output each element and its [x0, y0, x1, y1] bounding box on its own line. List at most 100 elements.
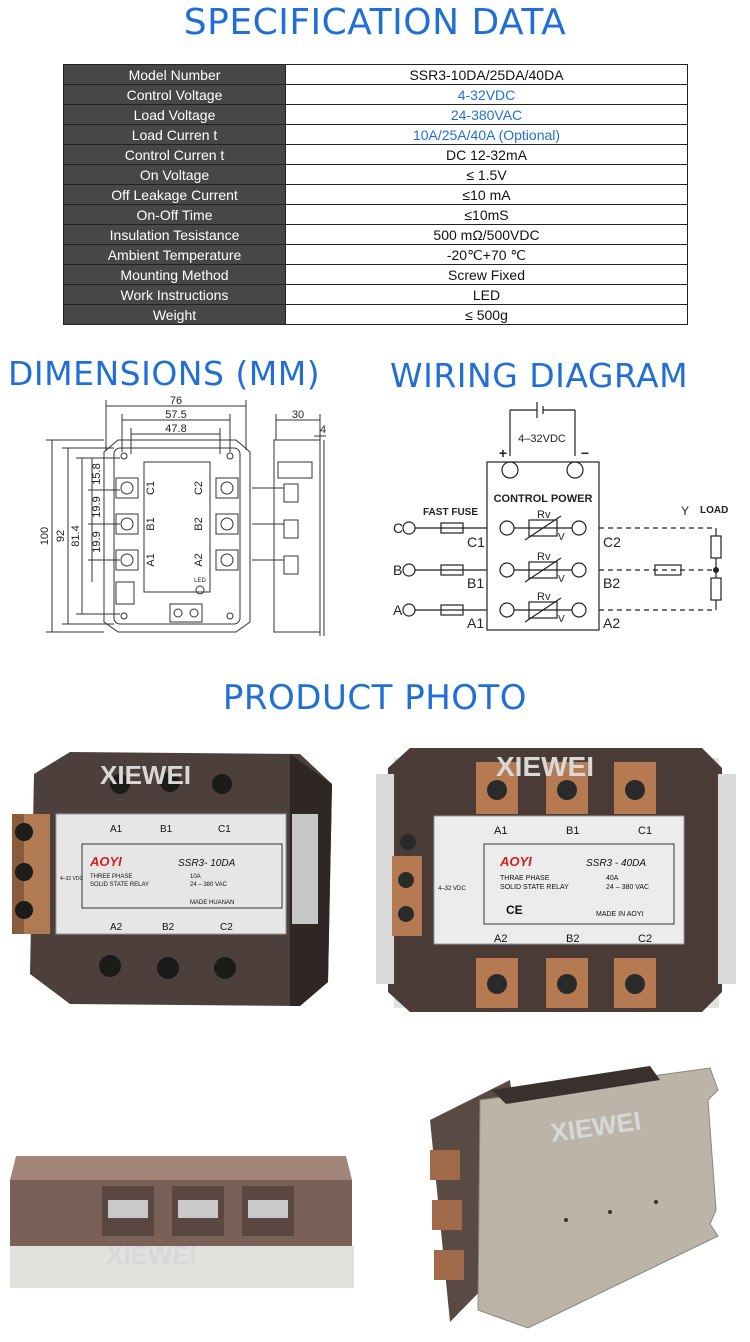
spec-row: On Voltage≤ 1.5V: [63, 164, 688, 185]
spec-heading: SPECIFICATION DATA: [183, 2, 567, 43]
p1-rating: 10A: [190, 874, 201, 880]
spec-label: Work Instructions: [63, 284, 286, 305]
wiring-heading: WIRING DIAGRAM: [390, 356, 689, 395]
dim-term-a1: A1: [145, 553, 157, 566]
spec-label: Insulation Tesistance: [63, 224, 286, 245]
wire-rv-1: Rv: [537, 509, 551, 521]
spec-label: Model Number: [63, 64, 286, 85]
spec-value: LED: [285, 284, 688, 305]
wire-voltage: 4–32VDC: [518, 433, 566, 445]
p2-c2: C2: [638, 933, 652, 945]
wire-a2: A2: [603, 615, 620, 631]
product-photo-top: A1 B1 C1 AOYI SSR3 - 40DA THRAE PHASE SO…: [376, 748, 736, 1012]
wire-c1: C1: [467, 534, 485, 550]
dim-19-9-a: 19.9: [91, 496, 103, 517]
wire-rv-2: Rv: [537, 551, 551, 563]
dim-term-b2: B2: [193, 517, 205, 530]
p1-made: MADE HUANAN: [190, 900, 234, 906]
p1-a1: A1: [110, 824, 123, 835]
dim-4: 4: [320, 424, 326, 436]
p2-made: MADE IN AOYI: [596, 911, 644, 918]
p2-ce: CE: [506, 903, 523, 917]
dim-term-c1: C1: [145, 481, 157, 495]
p2-b1: B1: [566, 825, 579, 837]
wire-b1: B1: [467, 575, 484, 591]
dim-76: 76: [170, 395, 182, 407]
spec-row: Off Leakage Current≤10 mA: [63, 184, 688, 205]
product-photo-back: XIEWEI: [430, 1066, 719, 1329]
spec-value: ≤ 1.5V: [285, 164, 688, 185]
spec-value: Screw Fixed: [285, 264, 688, 285]
dim-term-a2: A2: [193, 553, 205, 566]
p2-model: SSR3 - 40DA: [586, 858, 646, 869]
spec-label: Load Voltage: [63, 104, 286, 125]
wire-fast-fuse: FAST FUSE: [423, 507, 478, 518]
wire-plus: +: [499, 445, 507, 461]
wire-a1: A1: [467, 615, 484, 631]
spec-value: 4-32VDC: [285, 84, 688, 105]
p2-line1: THRAE PHASE: [500, 875, 550, 882]
spec-label: On-Off Time: [63, 204, 286, 225]
wire-v-2: V: [558, 574, 565, 585]
spec-value: 10A/25A/40A (Optional): [285, 124, 688, 145]
p2-brand: AOYI: [499, 854, 532, 869]
wire-v-3: V: [558, 614, 565, 625]
spec-value: SSR3-10DA/25DA/40DA: [285, 64, 688, 85]
p1-voltage: 24 – 380 VAC: [190, 882, 228, 888]
p2-a2: A2: [494, 933, 507, 945]
dim-term-b1: B1: [145, 517, 157, 530]
dim-47-8: 47.8: [165, 423, 186, 435]
dim-92: 92: [55, 530, 67, 542]
wire-control-power: CONTROL POWER: [494, 493, 593, 505]
dim-19-9-b: 19.9: [91, 531, 103, 552]
spec-row: On-Off Time≤10mS: [63, 204, 688, 225]
p3-watermark: XIEWEI: [106, 1240, 197, 1270]
p1-watermark: XIEWEI: [100, 760, 191, 790]
spec-label: Control Curren t: [63, 144, 286, 165]
p2-a1: A1: [494, 825, 507, 837]
spec-label: Off Leakage Current: [63, 184, 286, 205]
p2-line2: SOLID STATE RELAY: [500, 884, 569, 891]
wire-phase-c: C: [393, 520, 403, 536]
p1-b2: B2: [162, 922, 175, 933]
wire-y: Y: [681, 504, 689, 518]
wire-load: LOAD: [700, 505, 728, 516]
p2-voltage: 24 – 380 VAC: [606, 884, 649, 891]
wire-c2: C2: [603, 534, 621, 550]
spec-value: 24-380VAC: [285, 104, 688, 125]
spec-label: On Voltage: [63, 164, 286, 185]
wire-minus: −: [581, 445, 589, 461]
spec-label: Load Curren t: [63, 124, 286, 145]
spec-row: Ambient Temperature-20℃+70 ℃: [63, 244, 688, 265]
spec-value: DC 12-32mA: [285, 144, 688, 165]
p1-line1: THREE PHASE: [90, 874, 132, 880]
wire-rv-3: Rv: [537, 591, 551, 603]
dim-term-c2: C2: [193, 481, 205, 495]
wiring-diagram: 4–32VDC + − CONTROL POWER FAST FUSE LOAD…: [393, 402, 728, 631]
dim-30: 30: [292, 409, 304, 421]
dim-led: LED: [194, 578, 206, 584]
p1-control: 4–32 VDC: [60, 876, 83, 882]
p1-c2: C2: [220, 922, 233, 933]
p2-watermark: XIEWEI: [496, 751, 594, 782]
spec-value: ≤ 500g: [285, 304, 688, 325]
p1-line2: SOLID STATE RELAY: [90, 882, 149, 888]
wire-v-1: V: [558, 532, 565, 543]
spec-label: Mounting Method: [63, 264, 286, 285]
spec-label: Control Voltage: [63, 84, 286, 105]
dimensions-heading: DIMENSIONS (MM): [8, 354, 321, 393]
spec-value: ≤10 mA: [285, 184, 688, 205]
p1-brand: AOYI: [89, 854, 122, 869]
dim-100: 100: [39, 527, 51, 545]
product-photo-side: XIEWEI: [10, 1156, 354, 1288]
p2-c1: C1: [638, 825, 652, 837]
p1-c1: C1: [218, 824, 231, 835]
wire-b2: B2: [603, 575, 620, 591]
dim-81-4: 81.4: [70, 525, 82, 546]
